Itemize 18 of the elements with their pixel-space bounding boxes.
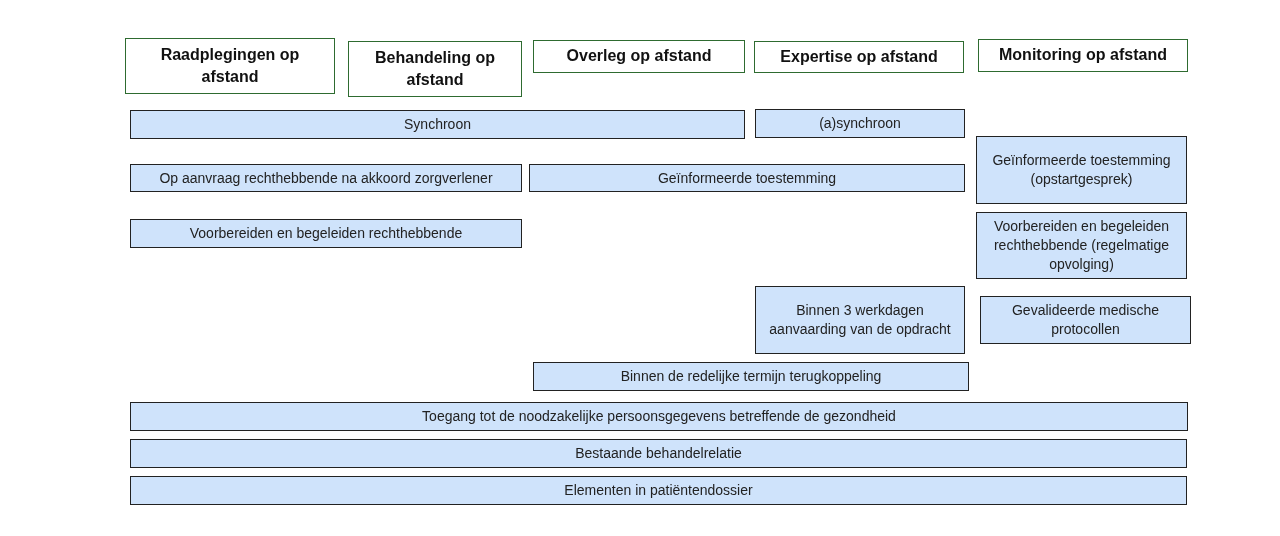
requirement-bar: Voorbereiden en begeleiden rechthebbende (regelmatige opvolging) [976,212,1187,279]
requirement-bar: (a)synchroon [755,109,965,138]
requirement-bar: Op aanvraag rechthebbende na akkoord zorgverlener [130,164,522,192]
column-header: Overleg op afstand [533,40,745,73]
requirement-bar: Synchroon [130,110,745,139]
column-header: Behandeling op afstand [348,41,522,97]
requirement-bar: Toegang tot de noodzakelijke persoonsgegevens betreffende de gezondheid [130,402,1188,431]
requirement-bar: Binnen de redelijke termijn terugkoppeling [533,362,969,391]
requirement-bar: Binnen 3 werkdagen aanvaarding van de opdracht [755,286,965,354]
requirement-bar: Geïnformeerde toestemming [529,164,965,192]
requirement-bar: Voorbereiden en begeleiden rechthebbende [130,219,522,248]
column-header: Expertise op afstand [754,41,964,73]
requirement-bar: Geïnformeerde toestemming (opstartgesprek) [976,136,1187,204]
column-header: Monitoring op afstand [978,39,1188,72]
requirement-bar: Gevalideerde medische protocollen [980,296,1191,344]
requirement-bar: Bestaande behandelrelatie [130,439,1187,468]
requirement-bar: Elementen in patiëntendossier [130,476,1187,505]
column-header: Raadplegingen op afstand [125,38,335,94]
